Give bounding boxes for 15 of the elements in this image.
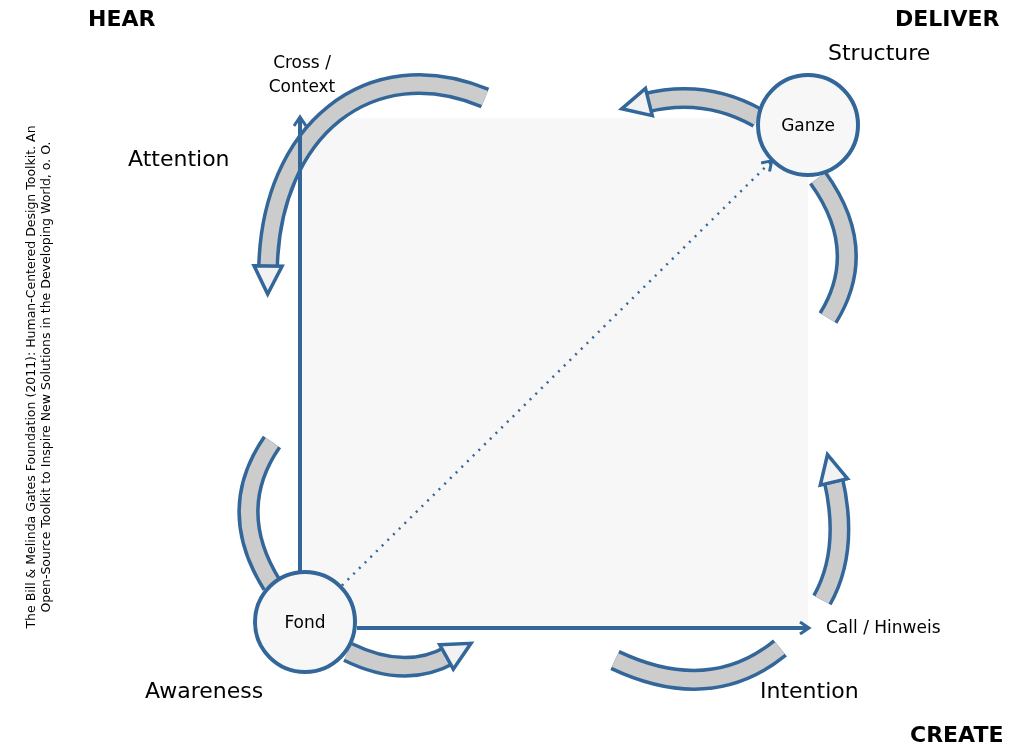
text-label: Intention: [760, 678, 859, 703]
node-label: Ganze: [781, 115, 835, 135]
text-label: Attention: [128, 146, 230, 171]
source-citation: The Bill & Melinda Gates Foundation (2011): Human-Centered Design Toolkit. An Open-Source Toolkit to Inspire New Solutions in the Developing World, o. O.: [23, 124, 53, 631]
arrow: [292, 115, 308, 571]
text-label: Call / Hinweis: [826, 617, 941, 637]
corner-heading: CREATE: [910, 722, 1004, 747]
text-label: Cross / Context: [267, 51, 337, 98]
arrow: [357, 620, 811, 636]
arrow: [341, 159, 774, 587]
text-label: Structure: [828, 40, 931, 65]
corner-heading: DELIVER: [895, 6, 1000, 31]
corner-heading: HEAR: [88, 6, 156, 31]
node-label: Fond: [284, 612, 326, 632]
text-label: Awareness: [145, 678, 264, 703]
